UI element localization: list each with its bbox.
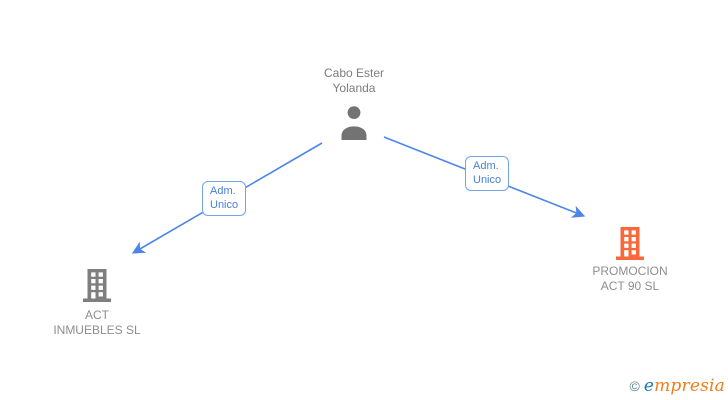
person-icon: [341, 106, 367, 140]
copyright-icon: ©: [629, 378, 640, 394]
empresia-logo: © empresia: [630, 376, 725, 396]
person-name-label: Cabo Ester Yolanda: [323, 66, 385, 95]
empresia-wordmark: empresia: [644, 376, 725, 396]
node-company-act-inmuebles[interactable]: ACT INMUEBLES SL: [27, 269, 167, 338]
building-icon: [83, 269, 111, 302]
company-name-label: PROMOCION ACT 90 SL: [592, 264, 668, 293]
building-icon: [616, 227, 644, 260]
empresia-wordmark-rest: mpresia: [654, 376, 725, 396]
empresia-wordmark-first-letter: e: [643, 376, 655, 396]
company-name-label: ACT INMUEBLES SL: [53, 308, 141, 337]
node-company-promocion-act-90[interactable]: PROMOCION ACT 90 SL: [560, 227, 700, 294]
edge-label-adm-unico-right: Adm. Unico: [465, 156, 510, 191]
edge-label-adm-unico-left: Adm. Unico: [202, 181, 247, 216]
node-person[interactable]: Cabo Ester Yolanda: [284, 66, 424, 141]
